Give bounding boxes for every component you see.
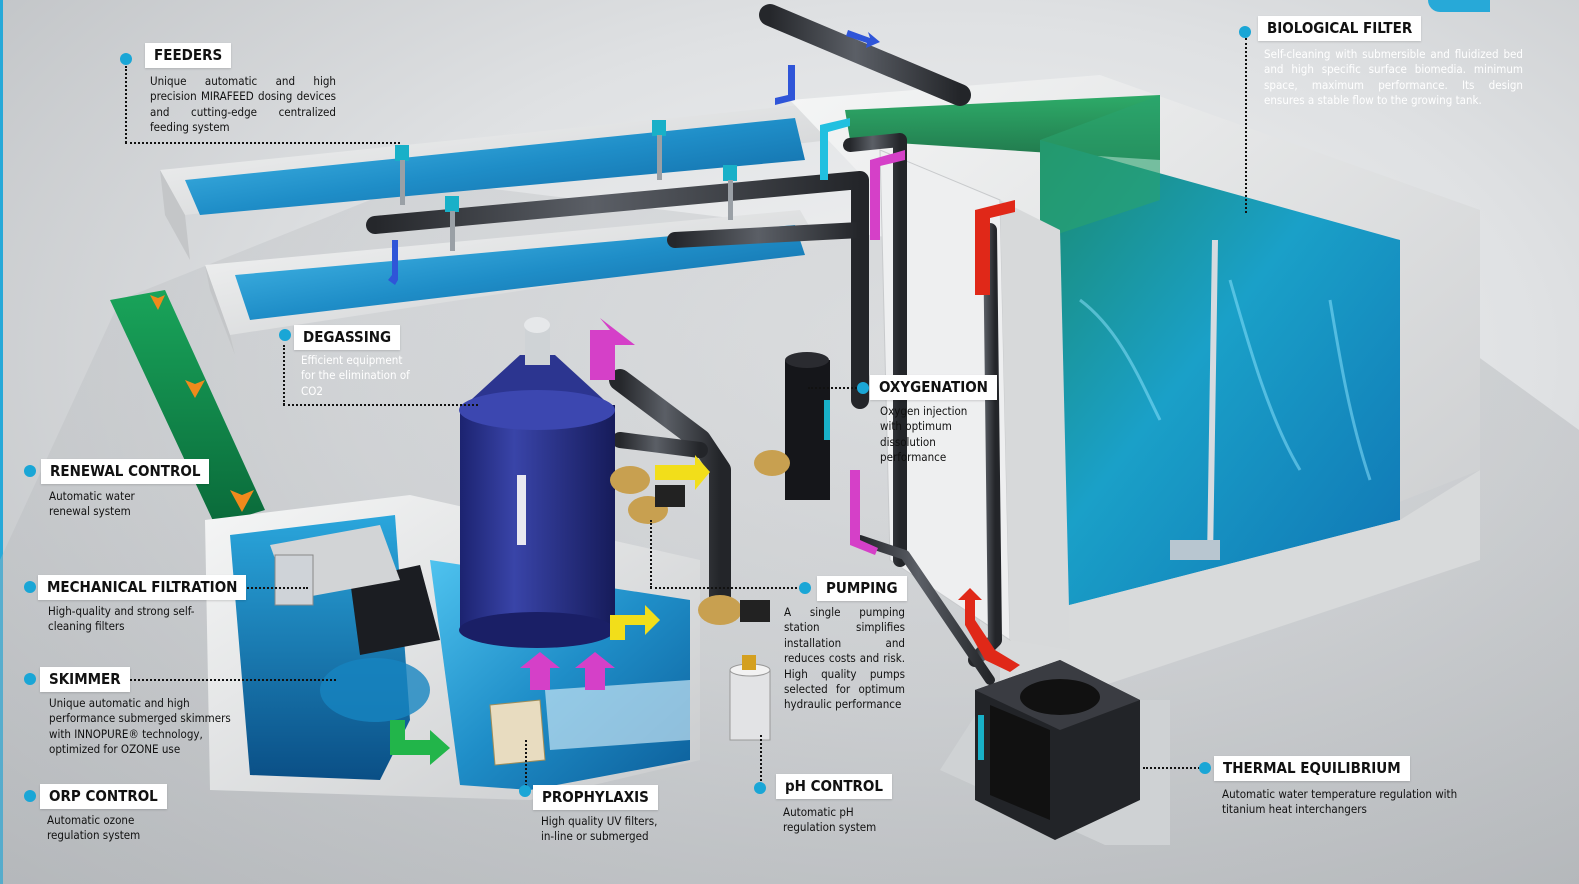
leader-line bbox=[760, 735, 762, 785]
pumping-dot bbox=[799, 582, 811, 594]
top-corner-tab bbox=[1428, 0, 1490, 12]
ph-control-title: pH CONTROL bbox=[776, 774, 892, 799]
leader-line bbox=[525, 740, 527, 790]
leader-line bbox=[125, 142, 400, 144]
feeders-description: Unique automatic and high precision MIRA… bbox=[150, 74, 336, 135]
ph-probe bbox=[729, 655, 771, 741]
thermal-equilibrium-title: THERMAL EQUILIBRIUM bbox=[1214, 756, 1410, 781]
skimmer-title: SKIMMER bbox=[40, 667, 130, 692]
prophylaxis-dot bbox=[519, 785, 531, 797]
mechanical-filtration-dot bbox=[24, 581, 36, 593]
leader-line bbox=[126, 679, 336, 681]
leader-line bbox=[808, 387, 860, 389]
biological-filter-title: BIOLOGICAL FILTER bbox=[1258, 16, 1422, 41]
leader-line bbox=[228, 587, 308, 589]
orp-control-description: Automatic ozone regulation system bbox=[47, 813, 141, 843]
leader-line bbox=[125, 66, 127, 143]
flow-arrows bbox=[150, 30, 1020, 765]
prophylaxis-description: High quality UV filters, in-line or subm… bbox=[541, 814, 658, 844]
oxygenation-description: Oxygen injection with optimum dissolutio… bbox=[880, 404, 968, 465]
feeders-title: FEEDERS bbox=[145, 43, 232, 68]
biological-filter-dot bbox=[1239, 26, 1251, 38]
oxygen-cone bbox=[785, 352, 830, 500]
biological-filter-description: Self-cleaning with submersible and fluid… bbox=[1264, 47, 1523, 108]
degassing-dot bbox=[279, 329, 291, 341]
pumps bbox=[610, 450, 790, 625]
leader-line bbox=[283, 404, 478, 406]
oxygenation-title: OXYGENATION bbox=[870, 375, 997, 400]
ph-control-description: Automatic pH regulation system bbox=[783, 805, 877, 835]
drainage-channel bbox=[110, 290, 265, 525]
pumping-title: PUMPING bbox=[817, 576, 907, 601]
leader-line bbox=[1143, 767, 1203, 769]
ph-control-dot bbox=[754, 782, 766, 794]
feeders-dot bbox=[120, 53, 132, 65]
oxygenation-dot bbox=[857, 382, 869, 394]
left-edge-bar bbox=[0, 0, 3, 884]
thermal-equilibrium-description: Automatic water temperature regulation w… bbox=[1222, 787, 1458, 817]
thermal-equilibrium-dot bbox=[1199, 762, 1211, 774]
pumping-description: A single pumping station simplifies inst… bbox=[784, 605, 905, 712]
orp-control-dot bbox=[24, 790, 36, 802]
pipe-network bbox=[366, 4, 1002, 685]
leader-line bbox=[650, 587, 805, 589]
feeder-units bbox=[395, 120, 737, 251]
renewal-control-dot bbox=[24, 465, 36, 477]
heat-pump-unit bbox=[940, 660, 1170, 845]
skimmer-description: Unique automatic and high performance su… bbox=[49, 696, 231, 757]
renewal-control-description: Automatic water renewal system bbox=[49, 489, 135, 519]
partition-wall-front bbox=[1000, 200, 1070, 650]
degassing-description: Efficient equipment for the elimination … bbox=[301, 353, 410, 398]
leader-line bbox=[1245, 38, 1247, 213]
leader-line bbox=[650, 520, 652, 588]
mechanical-filtration-title: MECHANICAL FILTRATION bbox=[38, 575, 247, 600]
orp-control-title: ORP CONTROL bbox=[40, 784, 167, 809]
leader-line bbox=[283, 345, 285, 405]
mechanical-filtration-description: High-quality and strong self-cleaning fi… bbox=[48, 604, 195, 634]
degassing-title: DEGASSING bbox=[294, 325, 401, 350]
prophylaxis-title: PROPHYLAXIS bbox=[533, 785, 658, 810]
skimmer-dot bbox=[24, 673, 36, 685]
degassing-vessel bbox=[459, 317, 615, 648]
renewal-control-title: RENEWAL CONTROL bbox=[41, 459, 210, 484]
